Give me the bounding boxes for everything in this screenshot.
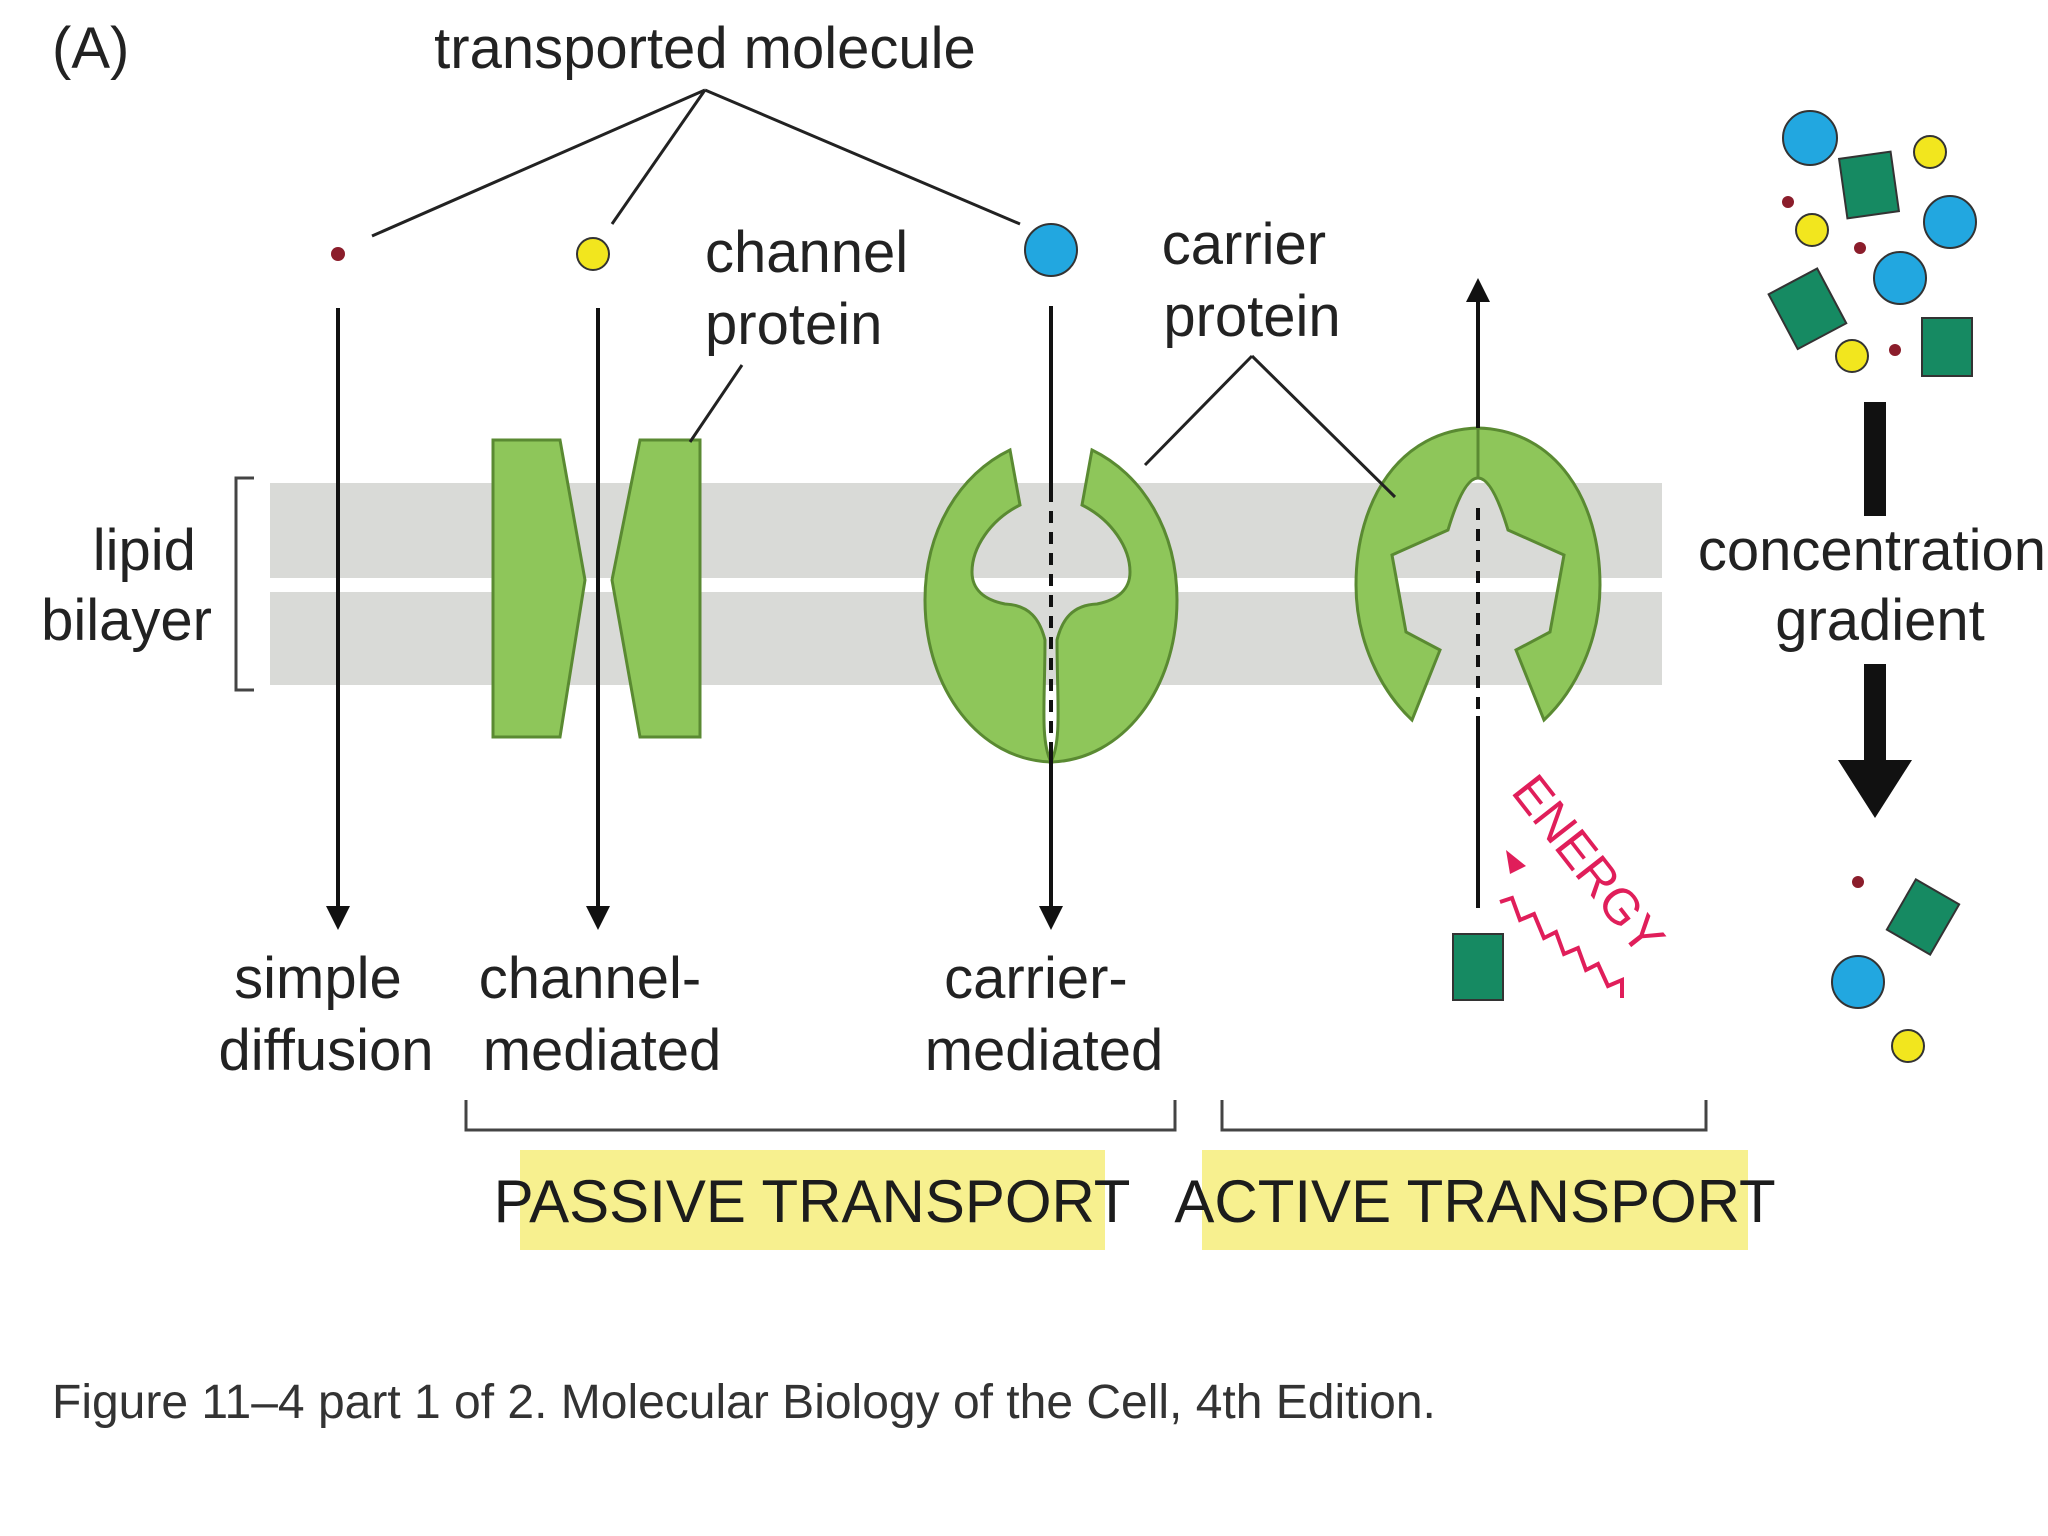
mechanism-label-channel-mediated-line1: channel- bbox=[479, 946, 701, 1011]
carrier-protein-label-line1: carrier bbox=[1162, 212, 1326, 277]
cyan-molecule bbox=[1024, 223, 1078, 277]
active-transport-band bbox=[1202, 1150, 1748, 1250]
passive-transport-band bbox=[520, 1150, 1105, 1250]
lipid-bilayer-label: lipid bilayer bbox=[41, 518, 212, 653]
high-concentration-cluster bbox=[1767, 110, 1977, 377]
concentration-gradient-label-line2: gradient bbox=[1775, 588, 1985, 653]
energy-label: ENERGY bbox=[1501, 764, 1675, 965]
gradient-arrow-lower bbox=[1864, 664, 1886, 760]
lipid-bilayer-label-line1: lipid bbox=[93, 518, 196, 583]
carrier-protein-label-line2: protein bbox=[1163, 284, 1340, 349]
carrier-protein-label: carrier protein bbox=[1162, 212, 1342, 349]
gradient-arrowhead bbox=[1838, 760, 1912, 818]
gradient-arrow-upper bbox=[1864, 402, 1886, 516]
transported-molecule-pointers bbox=[371, 88, 1021, 238]
yellow-molecule bbox=[576, 237, 610, 271]
green-square-molecule bbox=[1452, 933, 1504, 1001]
channel-protein-label: channel protein bbox=[705, 220, 924, 357]
bilayer-bracket bbox=[234, 476, 254, 692]
lipid-bilayer-label-line2: bilayer bbox=[41, 588, 212, 653]
mechanism-label-carrier-mediated-line1: carrier- bbox=[944, 946, 1128, 1011]
carrier-protein-pointers bbox=[1143, 354, 1397, 499]
mechanism-label-carrier-mediated: carrier- mediated bbox=[925, 946, 1164, 1083]
carrier-protein-passive bbox=[923, 447, 1179, 764]
mechanism-label-channel-mediated: channel- mediated bbox=[479, 946, 722, 1083]
carrier-protein-active bbox=[1354, 426, 1602, 723]
channel-protein bbox=[491, 438, 702, 739]
energy-zigzag bbox=[1499, 895, 1624, 998]
transported-molecule-label: transported molecule bbox=[434, 16, 976, 81]
panel-label: (A) bbox=[52, 16, 129, 81]
concentration-gradient-label-line1: concentration bbox=[1698, 518, 2046, 583]
channel-protein-label-line1: channel bbox=[705, 220, 908, 285]
energy-arrowhead bbox=[1506, 850, 1526, 874]
channel-protein-label-line2: protein bbox=[705, 292, 882, 357]
mechanism-label-channel-mediated-line2: mediated bbox=[483, 1018, 722, 1083]
figure-caption: Figure 11–4 part 1 of 2. Molecular Biolo… bbox=[52, 1376, 1436, 1429]
mechanism-label-simple-diffusion-line1: simple bbox=[234, 946, 402, 1011]
passive-transport-label: PASSIVE TRANSPORT bbox=[494, 1168, 1131, 1235]
active-transport-bracket bbox=[1220, 1100, 1708, 1132]
small-molecule-dot bbox=[331, 247, 345, 261]
mechanism-label-simple-diffusion: simple diffusion bbox=[219, 946, 434, 1083]
low-concentration-cluster bbox=[1831, 876, 1961, 1063]
concentration-gradient-label: concentration gradient bbox=[1698, 518, 2048, 653]
active-transport-label: ACTIVE TRANSPORT bbox=[1174, 1168, 1775, 1235]
mechanism-label-simple-diffusion-line2: diffusion bbox=[219, 1018, 434, 1083]
mechanism-label-carrier-mediated-line2: mediated bbox=[925, 1018, 1164, 1083]
passive-transport-bracket bbox=[464, 1100, 1177, 1132]
channel-protein-pointer bbox=[688, 364, 744, 443]
